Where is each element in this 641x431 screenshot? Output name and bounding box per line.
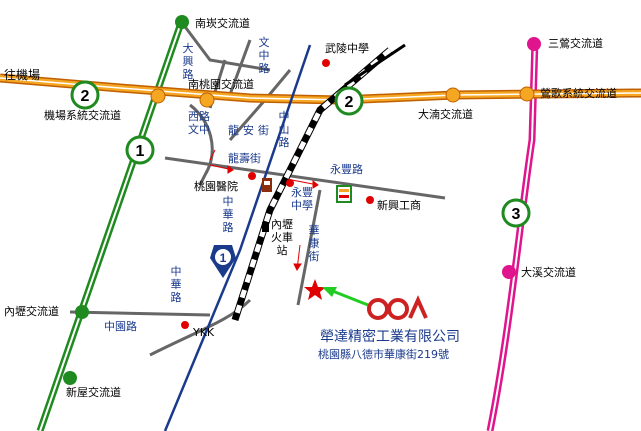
label-wenzhong-rd: 文中路 [258,36,270,75]
road-wenzhong-west [189,103,214,186]
train-station-icon [262,222,269,232]
label-xi-wenzhong-rd: 西路文中 [188,110,210,136]
label-xinwu-ic: 新屋交流道 [66,386,121,399]
label-neili-station: 內壢火車站 [271,218,293,257]
fwy1-number: 1 [136,143,145,160]
road-yongfeng [164,156,446,200]
label-neili-ic: 內壢交流道 [4,305,59,318]
label-sanying-ic: 三鶯交流道 [548,37,603,50]
label-nantaoyuan-ic: 南桃園交流道 [188,78,254,91]
fwy2-shield-center [334,86,364,116]
road-nankan [178,19,271,72]
label-longshou-st: 龍壽街 [228,152,261,165]
interchange-nodes-fwy3 [502,37,541,279]
fwy2-shield-left [70,80,100,110]
label-huakang-st: 華康街 [308,224,320,263]
prov1-number: 1 [220,251,227,265]
label-dayou-rd: 大興路 [182,42,194,81]
road-huakang [296,189,322,306]
pointer-arrow-icon [322,287,369,307]
label-zhongyuan-rd: 中園路 [104,320,137,333]
road-zhongyuan [69,310,211,317]
fwy3-number: 3 [512,206,521,223]
company-address: 桃園縣八德市華康街219號 [318,348,449,361]
label-daxi-ic: 大溪交流道 [521,266,576,279]
label-zhongshan-rd: 中山路 [278,110,290,149]
label-wuling-hs: 武陵中學 [325,42,369,55]
label-zhonghua-rd: 中華路 [222,195,234,234]
label-ykk: YKK [193,326,215,339]
company-location-star-icon [304,279,326,300]
company-logo [367,295,428,320]
label-nankan-ic: 南崁交流道 [195,17,250,30]
road-lower [149,298,252,357]
railway [231,43,406,322]
company-name: 犖達精密工業有限公司 [320,329,460,345]
fwy3-shield [501,198,531,228]
fwy2-center-number: 2 [345,94,354,111]
road-wenzhong [226,39,252,101]
fwy2-left-number: 2 [81,88,90,105]
label-zhonghua-rd-lower: 中華路 [170,265,182,304]
interchange-nodes-fwy1 [63,15,189,385]
gas-station-icon [262,178,272,192]
label-to-airport: 往機場 [4,68,41,82]
label-dazhu-ic: 大湳交流道 [418,108,473,121]
provincial-route-1 [163,44,312,431]
label-yongfeng-hs: 永豐中學 [291,186,313,212]
interchange-nodes [150,86,535,108]
direction-arrows [209,149,319,271]
label-airport-ic: 機場系統交流道 [44,109,121,122]
label-taoyuan-hospital: 桃園醫院 [194,180,238,193]
label-yongfeng-rd: 永豐路 [330,163,363,176]
fwy1-shield [125,135,155,165]
label-xinxing-ind: 新興工商 [377,199,421,212]
label-longan-st: 龍安街 [228,124,273,137]
label-yingge-ic: 鶯歌系統交流道 [540,87,617,100]
poi-markers [181,59,374,329]
prov1-shield [210,245,236,278]
convenience-store-icon [336,185,352,203]
